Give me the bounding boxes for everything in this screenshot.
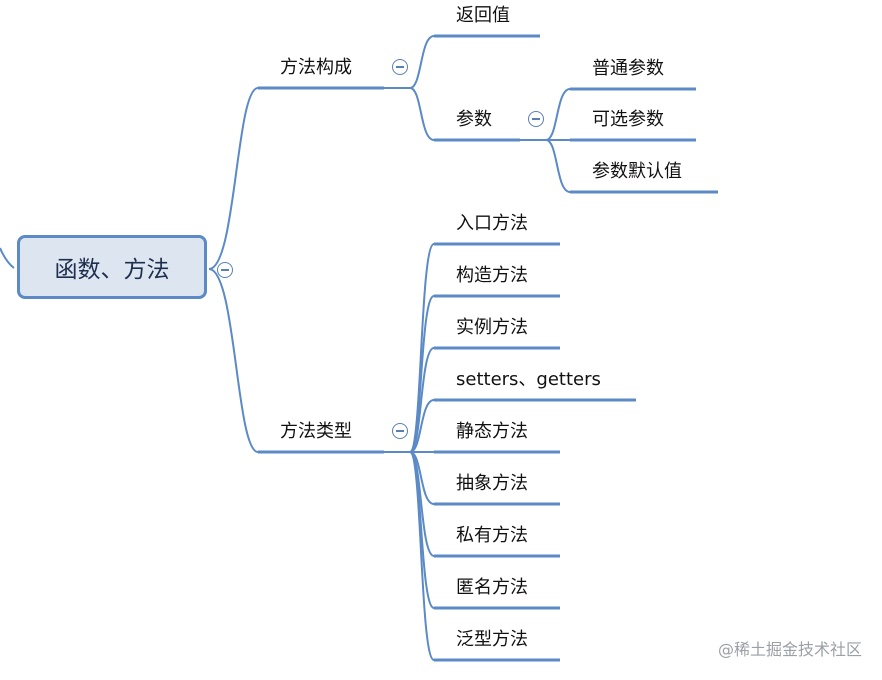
connector-root-composition	[208, 87, 259, 270]
watermark: @稀土掘金技术社区	[717, 640, 862, 659]
connector-types-private	[384, 451, 435, 557]
topic-constructor-method[interactable]: 构造方法	[456, 265, 528, 286]
connector-params-normal	[520, 88, 571, 141]
root-left-stub	[0, 247, 15, 269]
connector-composition-return	[384, 35, 435, 89]
topic-return-value[interactable]: 返回值	[456, 5, 510, 26]
root-topic-label: 函数、方法	[54, 257, 170, 283]
topic-normal-param[interactable]: 普通参数	[592, 58, 664, 79]
topic-entry-method[interactable]: 入口方法	[456, 213, 528, 234]
topic-types[interactable]: 方法类型	[280, 421, 352, 442]
topic-generic-method[interactable]: 泛型方法	[456, 629, 528, 650]
connector-root-types	[208, 268, 259, 453]
connector-types-instance	[384, 347, 435, 453]
connector-types-entry	[384, 243, 435, 453]
topic-instance-method[interactable]: 实例方法	[456, 317, 528, 338]
topic-composition[interactable]: 方法构成	[280, 57, 352, 78]
connector-types-anonymous	[384, 451, 435, 609]
topic-private-method[interactable]: 私有方法	[456, 525, 528, 546]
topic-default-param[interactable]: 参数默认值	[592, 161, 682, 182]
collapse-params-icon[interactable]	[528, 111, 544, 127]
topic-params[interactable]: 参数	[456, 109, 492, 130]
topic-anonymous-method[interactable]: 匿名方法	[456, 577, 528, 598]
connector-types-accessors	[384, 399, 435, 453]
topic-static-method[interactable]: 静态方法	[456, 421, 528, 442]
connector-params-default	[520, 139, 571, 193]
topic-abstract-method[interactable]: 抽象方法	[456, 473, 528, 494]
connector-types-generic	[384, 451, 435, 661]
topic-optional-param[interactable]: 可选参数	[592, 109, 664, 130]
topic-accessors[interactable]: setters、getters	[456, 369, 601, 390]
root-topic[interactable]: 函数、方法	[17, 235, 207, 299]
collapse-root-icon[interactable]	[217, 262, 233, 278]
collapse-types-icon[interactable]	[392, 423, 408, 439]
connector-composition-params	[384, 87, 435, 141]
collapse-composition-icon[interactable]	[392, 59, 408, 75]
connector-types-abstract	[384, 451, 435, 505]
